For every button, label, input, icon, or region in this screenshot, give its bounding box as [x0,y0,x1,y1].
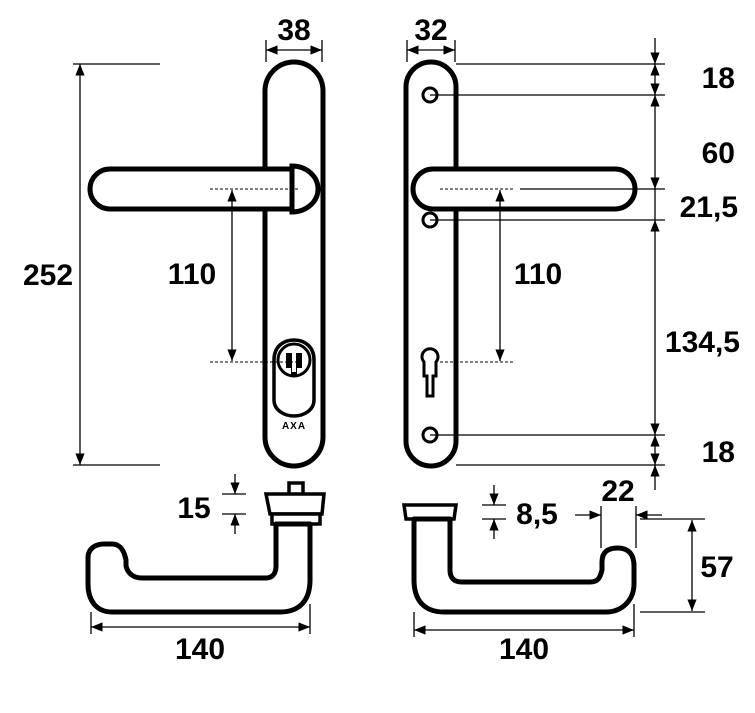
front-dimensions: 38 252 110 [23,14,323,466]
label-lever-projection: 57 [700,551,733,584]
profile-cylinder-hole [420,347,440,398]
label-lever-length-back: 140 [499,633,549,666]
label-back-rose-depth: 8,5 [516,498,558,531]
label-plate-width-front: 38 [277,14,310,47]
back-lever-side-view [401,503,637,615]
front-lever-side-view [85,481,326,615]
cylinder-slot [292,348,296,372]
back-lever-profile [411,516,637,615]
label-lever-length-front: 140 [175,633,225,666]
label-overall-height: 252 [23,259,73,292]
label-bottom-screw-to-bottom: 18 [702,436,735,469]
label-lever-to-cylinder-back: 110 [514,258,562,291]
back-lever-dimensions: 8,5 22 57 140 [413,475,734,666]
front-lever-neck [289,163,321,215]
label-middle-to-bottom-screw: 134,5 [665,326,740,359]
back-rose [401,503,459,521]
label-lever-to-cylinder-front: 110 [168,258,216,291]
front-lever-dimensions: 15 140 [90,474,311,666]
back-backplate [403,59,459,469]
front-plate-view: AXA [87,59,326,469]
label-lever-to-middle-screw: 21,5 [680,191,738,224]
back-dimensions: 32 110 18 60 21,5 134,5 18 [406,14,740,490]
label-top-to-upper-screw: 18 [702,62,735,95]
label-plate-width-back: 32 [414,14,447,47]
label-upper-screw-to-lever: 60 [702,137,735,170]
front-lever-profile [85,521,313,615]
label-lever-end-thickness: 22 [601,475,634,508]
front-rose [263,492,326,516]
brand-logo: AXA [282,421,306,432]
label-rose-depth: 15 [177,492,210,525]
